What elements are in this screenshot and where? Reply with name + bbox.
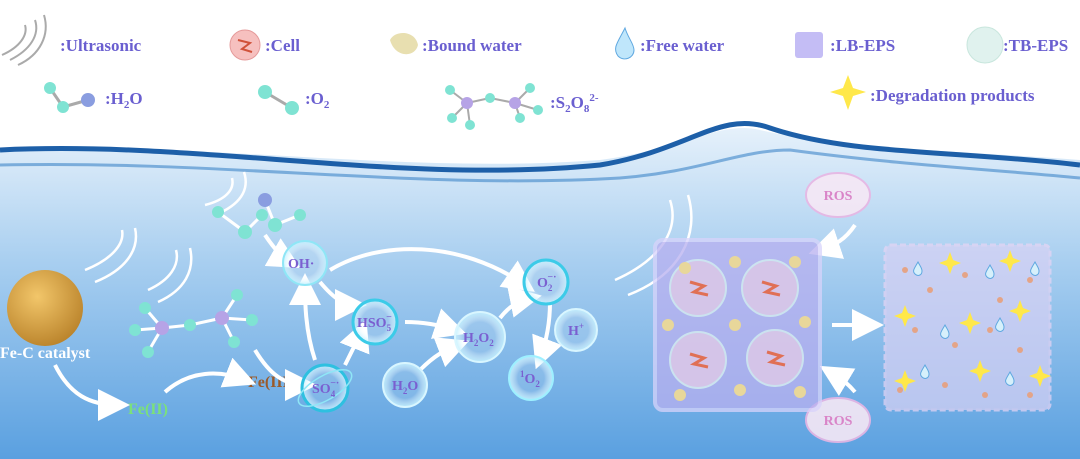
legend-h2o: :H2O [105,89,143,111]
svg-text:H+: H+ [568,321,584,339]
bubble-h2o2: H2O2 [454,311,506,363]
bubble-so4-radical: SO4−· [297,363,353,413]
svg-text:HSO5−: HSO5− [357,312,392,333]
legend-lb-eps: :LB-EPS [830,36,895,55]
legend-degradation-products: :Degradation products [870,86,1035,105]
svg-text:O2−·: O2−· [537,272,556,293]
legend-o2: :O2 [305,89,330,111]
lb-eps-icon [795,32,823,58]
legend-bound-water: :Bound water [422,36,522,55]
bubble-oh-radical: OH· [282,240,328,286]
svg-text:ROS: ROS [824,414,853,429]
tb-eps-icon [966,26,1004,64]
legend-tb-eps: :TB-EPS [1003,36,1068,55]
legend-s2o8: :S2O82- [550,92,599,115]
ultrasonic-icon [1,14,47,66]
svg-text:ROS: ROS [824,189,853,204]
fe-c-catalyst-sphere [7,270,83,346]
disrupted-sludge-floc [883,243,1052,412]
ros-bubble-top: ROS [805,172,871,218]
svg-text:OH·: OH· [288,257,314,272]
legend-ultrasonic: :Ultrasonic [60,36,142,55]
intact-sludge-floc [653,238,822,412]
svg-text:1O2: 1O2 [520,369,540,389]
water-surface-wave [0,121,1080,173]
cell-icon [229,29,261,61]
persulfate-molecule-icon [445,83,543,130]
bubble-singlet-oxygen: 1O2 [508,355,554,401]
legend-free-water: :Free water [640,36,725,55]
ros-bubble-bottom: ROS [805,397,871,443]
fe-c-catalyst-label: Fe-C catalyst [0,345,91,362]
fe-ii-label: Fe(II) [128,401,168,418]
bubble-proton: H+ [554,308,598,352]
degradation-product-star-icon [830,75,866,110]
h2o-molecule-icon [44,82,95,113]
persulfate-molecule [129,289,258,358]
bubble-h2o: H2O [382,362,428,408]
svg-text:SO4−·: SO4−· [312,378,339,399]
svg-text:H2O: H2O [392,379,418,396]
bubble-hso5: HSO5− [351,298,399,346]
svg-text:H2O2: H2O2 [463,331,494,348]
bubble-superoxide: O2−· [522,258,570,306]
free-water-icon [615,26,635,60]
water-molecules [212,193,306,239]
bound-water-icon [390,33,418,55]
legend-cell: :Cell [265,36,300,55]
o2-molecule-icon [258,85,299,115]
